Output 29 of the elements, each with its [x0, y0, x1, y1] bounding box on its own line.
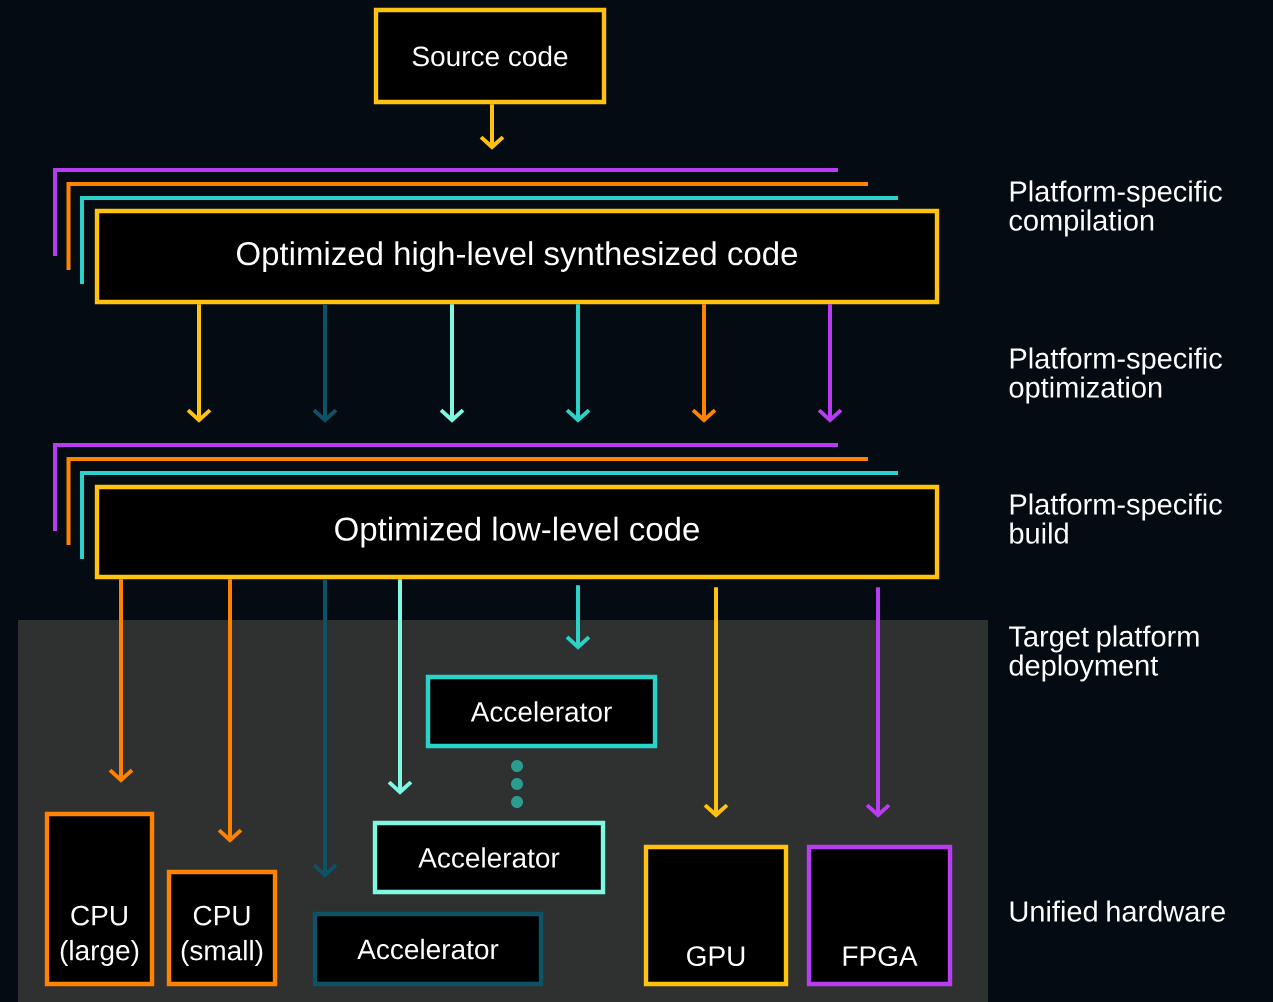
arrow — [108, 579, 134, 783]
arrow — [217, 579, 243, 843]
arrow — [703, 587, 729, 818]
stage-label: Platform-specific build — [1010, 493, 1222, 544]
arrow — [479, 104, 505, 150]
arrow — [312, 304, 338, 423]
arrow — [439, 304, 465, 423]
stage-label: Unified hardware — [1010, 900, 1225, 922]
hardware-box: CPU (large) — [44, 811, 155, 987]
arrow — [565, 304, 591, 423]
code-box: Optimized high-level synthesized code — [94, 208, 940, 305]
code-box: Optimized low-level code — [94, 484, 940, 580]
stage-label: Target platform deployment — [1009, 625, 1199, 682]
arrow — [691, 304, 717, 423]
arrow — [865, 587, 891, 818]
code-box: Source code — [373, 7, 607, 105]
hardware-box: CPU (small) — [166, 869, 278, 987]
hardware-box: Accelerator — [312, 911, 544, 987]
arrow — [186, 304, 212, 423]
stage-label: Platform-specific compilation — [1009, 180, 1222, 237]
arrow — [565, 585, 591, 650]
arrow — [817, 304, 843, 423]
arrow — [312, 579, 338, 878]
hardware-box: Accelerator — [372, 820, 606, 895]
arrow — [387, 579, 413, 795]
hardware-box: Accelerator — [425, 674, 658, 749]
hardware-box: GPU — [643, 844, 789, 987]
hardware-box: FPGA — [806, 844, 953, 987]
stage-label: Platform-specific optimization — [1009, 347, 1222, 404]
